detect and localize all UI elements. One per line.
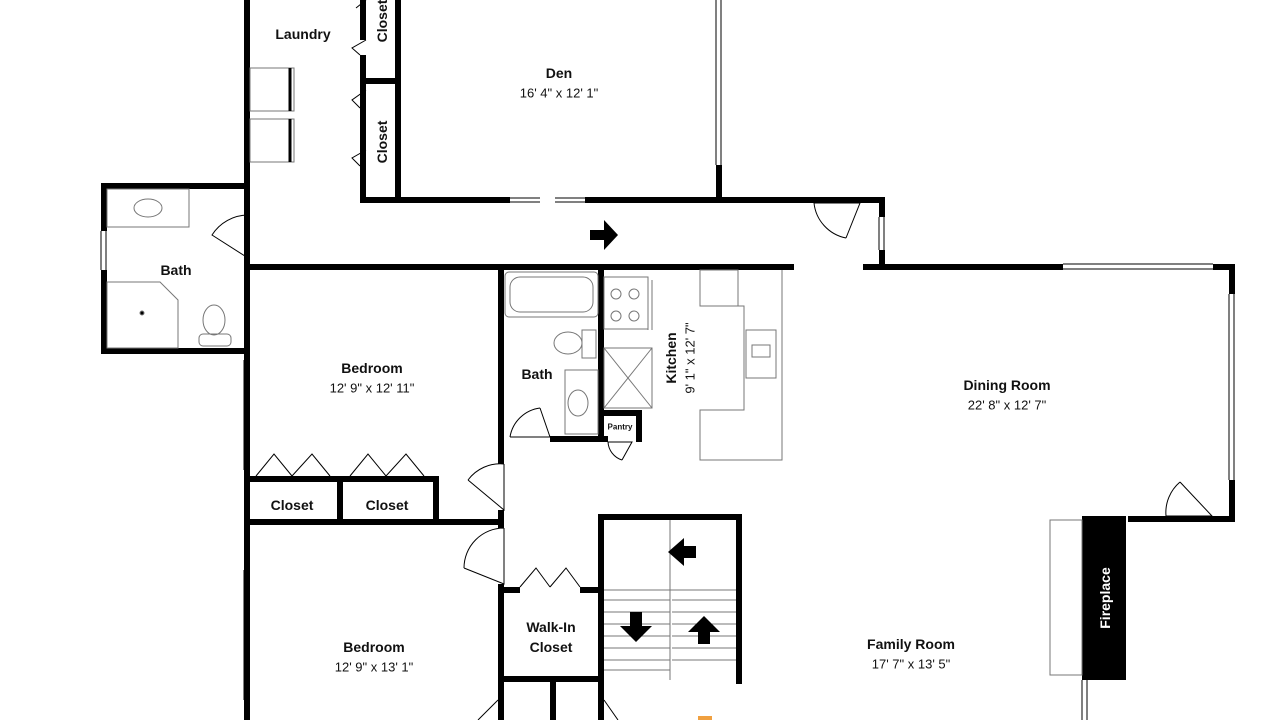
wall	[433, 476, 439, 524]
wall	[598, 410, 642, 416]
wall	[598, 587, 604, 720]
stair-arrow-left-icon	[668, 538, 696, 566]
wall	[101, 183, 107, 231]
wall	[716, 165, 722, 200]
wall	[1229, 264, 1235, 294]
wall	[244, 0, 250, 720]
bedroom-upper-dimensions: 12' 9" x 12' 11"	[329, 380, 415, 396]
dining-room-label: Dining Room	[963, 377, 1051, 393]
walk-in-closet-label-line2: Closet	[529, 639, 573, 655]
wall	[598, 436, 608, 442]
den-label: Den	[545, 65, 573, 81]
family-room-label: Family Room	[867, 636, 955, 652]
wall	[580, 587, 604, 593]
wall	[636, 410, 642, 442]
wall	[337, 476, 343, 524]
wall	[101, 183, 249, 189]
fixtures	[106, 67, 1083, 680]
wall	[244, 519, 504, 525]
wall	[244, 264, 794, 270]
wall	[879, 250, 885, 270]
wall	[360, 78, 400, 84]
wall	[736, 514, 742, 684]
wall	[863, 264, 1063, 270]
wall	[550, 676, 556, 720]
bath-left-label: Bath	[160, 262, 192, 278]
family-room-dimensions: 17' 7" x 13' 5"	[871, 656, 951, 672]
walk-in-closet-label-line1: Walk-In	[526, 619, 576, 635]
wall	[598, 264, 604, 440]
bath-center-label: Bath	[521, 366, 553, 382]
wall	[1229, 480, 1235, 522]
closet-den-lower-label: Closet	[374, 120, 390, 164]
kitchen-dimensions: 9' 1" x 12' 7"	[682, 322, 698, 394]
bedroom-lower-label: Bedroom	[343, 639, 405, 655]
walls	[101, 0, 1235, 720]
entry-arrow-icon	[590, 220, 618, 250]
closet-bed-a-label: Closet	[270, 497, 314, 513]
wall	[879, 197, 885, 217]
wall	[360, 0, 366, 40]
stair-arrow-down-icon	[620, 612, 652, 642]
den-dimensions: 16' 4" x 12' 1"	[519, 85, 599, 101]
dining-room-dimensions: 22' 8" x 12' 7"	[967, 397, 1047, 413]
bedroom-upper-label: Bedroom	[341, 360, 403, 376]
wall	[360, 197, 510, 203]
wall	[498, 587, 520, 593]
wall	[550, 436, 604, 442]
wall	[598, 514, 742, 520]
wall	[498, 264, 504, 464]
fireplace-label: Fireplace	[1097, 567, 1113, 629]
doors	[211, 0, 1214, 720]
kitchen-label: Kitchen	[663, 332, 679, 384]
pantry-label: Pantry	[607, 422, 633, 432]
wall	[498, 584, 504, 720]
accent-mark	[698, 716, 712, 720]
wall	[101, 348, 249, 354]
arrows	[590, 220, 720, 644]
wall	[1128, 516, 1235, 522]
wall	[598, 514, 604, 594]
closet-bed-b-label: Closet	[365, 497, 409, 513]
stair-arrow-up-icon	[688, 616, 720, 644]
laundry-label: Laundry	[275, 26, 331, 42]
wall	[395, 0, 401, 200]
fireplace-block	[1082, 516, 1126, 680]
wall	[585, 197, 885, 203]
bedroom-lower-dimensions: 12' 9" x 13' 1"	[334, 659, 414, 675]
windows	[100, 0, 1235, 720]
wall	[360, 55, 366, 203]
wall	[1213, 264, 1235, 270]
closet-den-upper-label: Closet	[374, 0, 390, 43]
wall	[101, 270, 107, 354]
